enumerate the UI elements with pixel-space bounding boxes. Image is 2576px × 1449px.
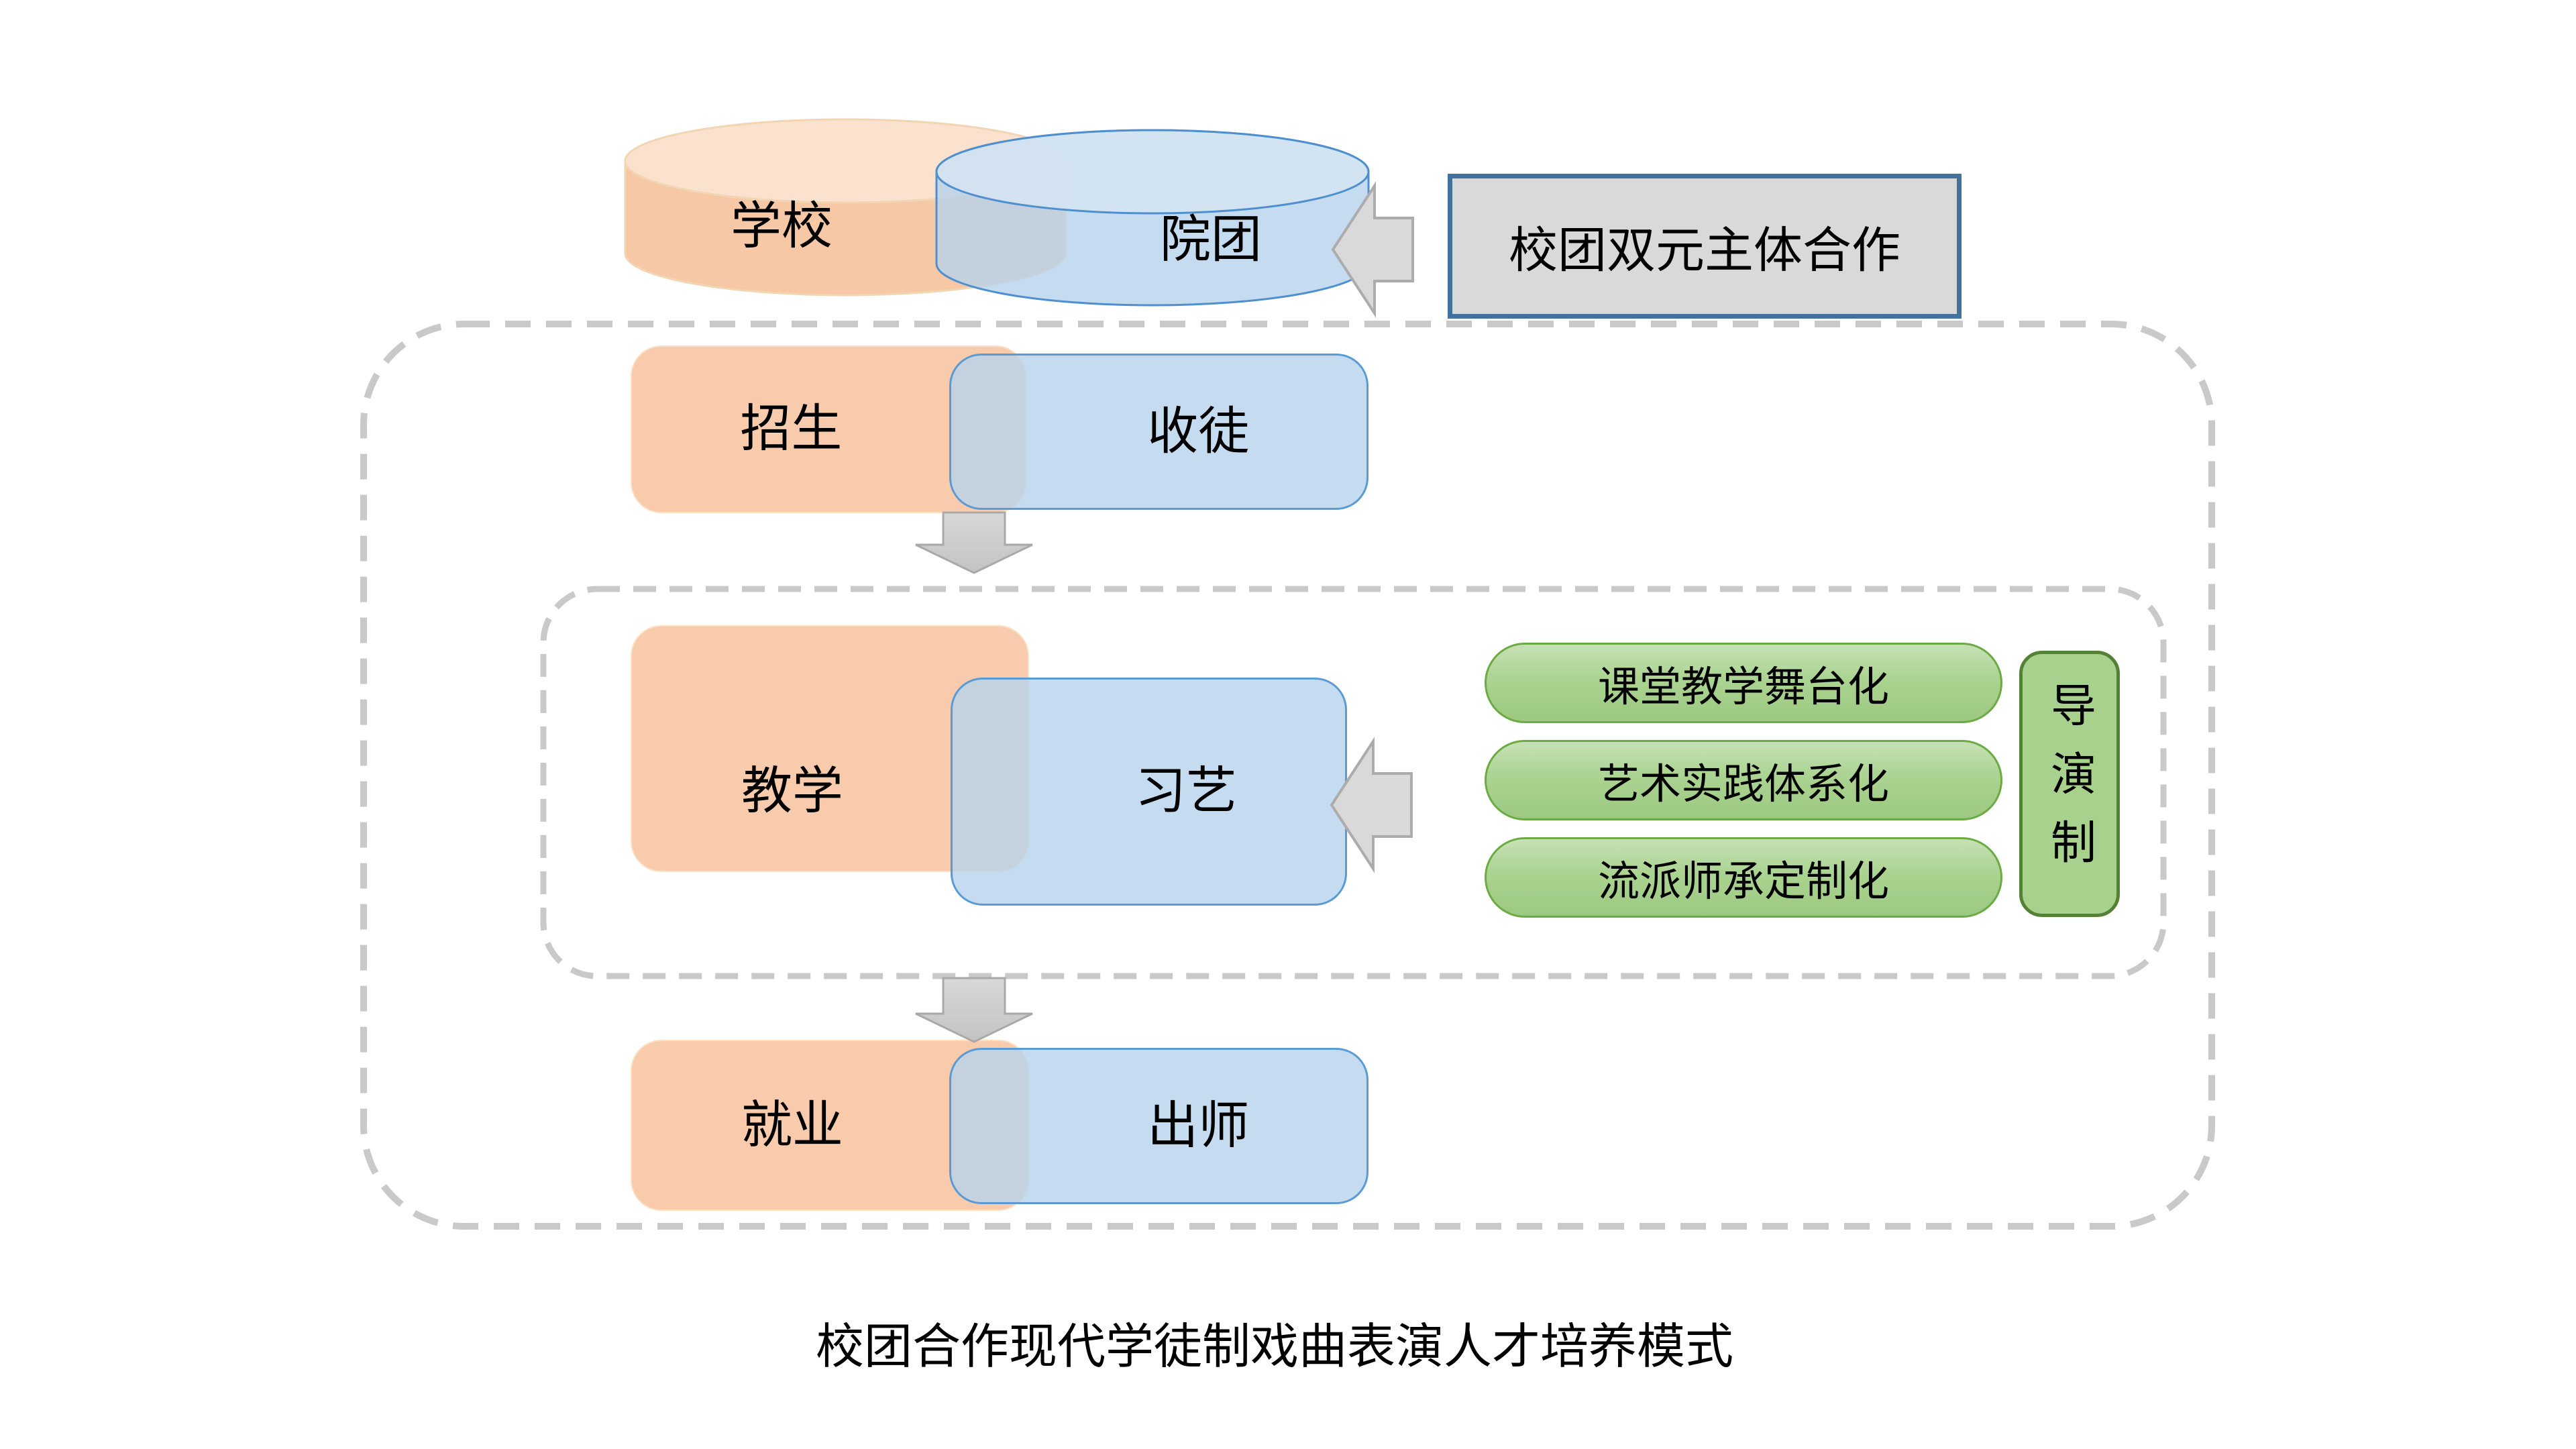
employment-label: 就业 — [741, 1096, 843, 1154]
enrollment-label: 招生 — [740, 400, 843, 458]
inner-dashed-frame — [540, 586, 2167, 979]
school-label: 学校 — [731, 198, 833, 255]
apprentice-label: 收徒 — [1147, 402, 1250, 460]
feature-pill-label: 课堂教学舞台化 — [1597, 664, 1889, 710]
feature-pill-master-custom: 流派师承定制化 — [1485, 837, 2002, 918]
feature-pill-practice-system: 艺术实践体系化 — [1485, 740, 2002, 820]
learning-label: 习艺 — [1135, 763, 1238, 820]
feature-pill-label: 艺术实践体系化 — [1597, 761, 1889, 808]
troupe-label: 院团 — [1160, 211, 1262, 268]
graduation-box: 出师 — [949, 1048, 1368, 1204]
director-system-label: 导演制 — [2043, 681, 2095, 887]
troupe-cylinder — [935, 129, 1370, 307]
feature-pill-label: 流派师承定制化 — [1597, 859, 1889, 905]
feature-pill-stage-teaching: 课堂教学舞台化 — [1485, 643, 2002, 723]
cooperation-label: 校团双元主体合作 — [1509, 223, 1900, 278]
teaching-label: 教学 — [741, 763, 843, 820]
diagram-caption: 校团合作现代学徒制戏曲表演人才培养模式 — [815, 1320, 1733, 1374]
director-system-box: 导演制 — [2019, 651, 2120, 917]
apprentice-box: 收徒 — [949, 354, 1368, 510]
graduation-label: 出师 — [1147, 1097, 1250, 1155]
cooperation-box: 校团双元主体合作 — [1448, 174, 1962, 319]
outer-dashed-frame — [360, 321, 2215, 1230]
learning-box: 习艺 — [951, 678, 1347, 906]
